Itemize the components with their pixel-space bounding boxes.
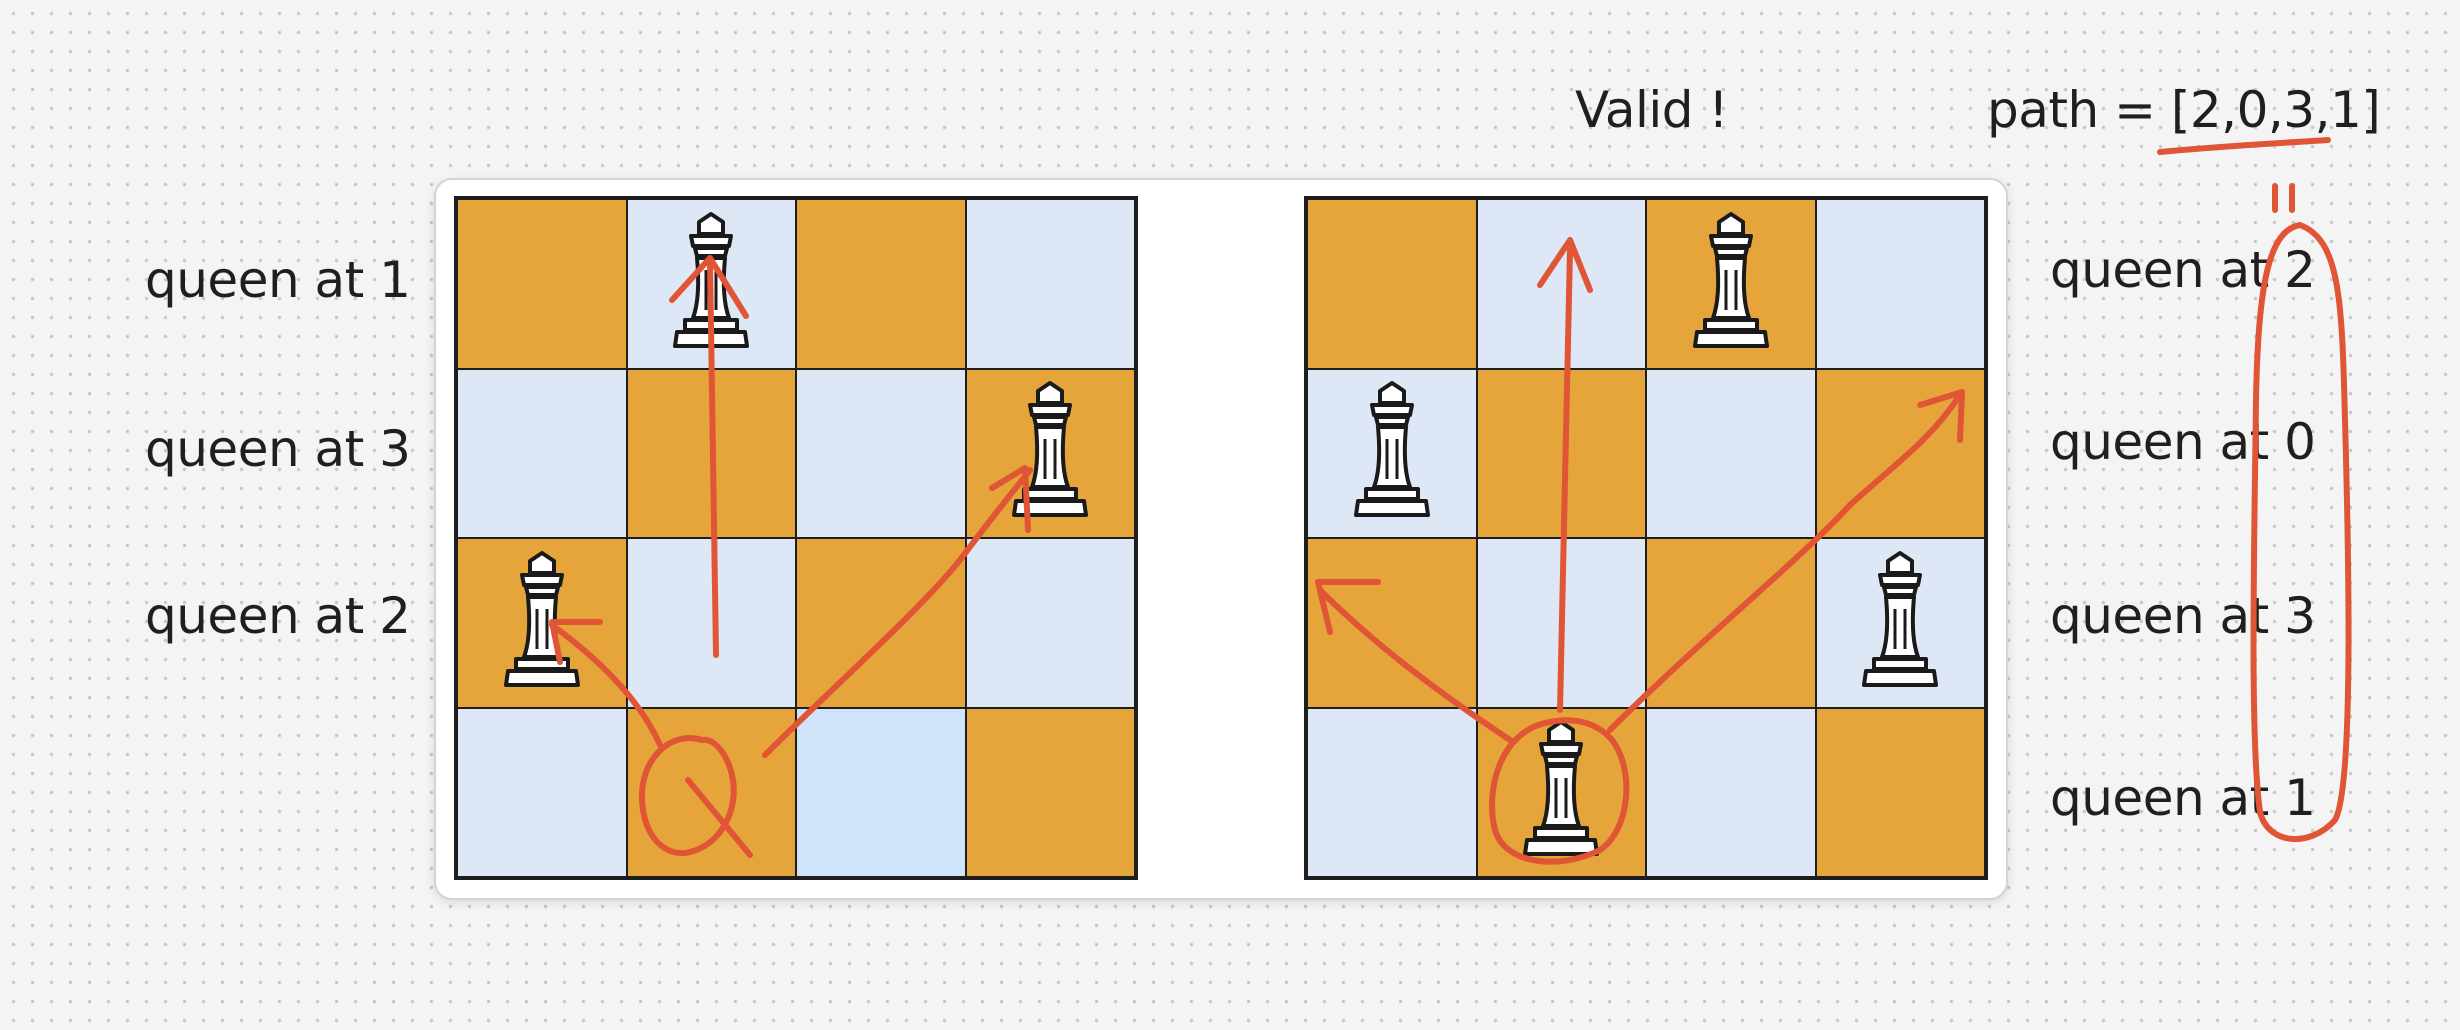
right-row-label-2: queen at 0 — [2050, 413, 2316, 471]
path-text: path = [2,0,3,1] — [1987, 81, 2381, 139]
left-row-label-3: queen at 2 — [145, 587, 411, 645]
board-left-square-r0c2 — [796, 199, 966, 369]
path-underline — [2157, 137, 2331, 155]
board-left-square-r2c1 — [626, 538, 796, 708]
right-row-label-3: queen at 3 — [2050, 587, 2316, 645]
board-left-square-r3c3 — [965, 707, 1135, 877]
board-right-square-r3c0 — [1307, 707, 1477, 877]
valid-text: Valid ! — [1575, 81, 1728, 139]
board-left-square-r1c1 — [626, 368, 796, 538]
queen-icon — [1523, 720, 1600, 857]
left-row-label-2: queen at 3 — [145, 420, 411, 478]
board-left-square-r3c1 — [626, 707, 796, 877]
queen-icon — [1862, 550, 1939, 687]
board-right-square-r0c2 — [1646, 199, 1816, 369]
board-left-square-r2c2 — [796, 538, 966, 708]
board-left-square-r3c2 — [796, 707, 966, 877]
board-right-square-r3c3 — [1815, 707, 1985, 877]
board-left-square-r1c0 — [457, 368, 627, 538]
queen-icon — [1353, 381, 1430, 518]
path-oval — [2250, 222, 2352, 843]
chessboard-right — [1304, 196, 1988, 880]
board-right-square-r2c2 — [1646, 538, 1816, 708]
right-row-label-4: queen at 1 — [2050, 769, 2316, 827]
queen-icon — [1692, 211, 1769, 348]
board-right-square-r0c3 — [1815, 199, 1985, 369]
chessboard-left — [454, 196, 1138, 880]
boards-card — [434, 178, 2008, 900]
queen-icon — [1012, 381, 1089, 518]
left-row-label-1: queen at 1 — [145, 251, 411, 309]
board-right-square-r1c1 — [1476, 368, 1646, 538]
queen-icon — [503, 550, 580, 687]
board-right-square-r2c1 — [1476, 538, 1646, 708]
board-right-square-r1c2 — [1646, 368, 1816, 538]
board-left-square-r1c2 — [796, 368, 966, 538]
right-row-label-1: queen at 2 — [2050, 241, 2316, 299]
board-left-square-r3c0 — [457, 707, 627, 877]
board-right-square-r1c0 — [1307, 368, 1477, 538]
queen-icon — [673, 211, 750, 348]
board-right-square-r0c1 — [1476, 199, 1646, 369]
board-right-square-r2c3 — [1815, 538, 1985, 708]
board-right-square-r0c0 — [1307, 199, 1477, 369]
board-left-square-r0c1 — [626, 199, 796, 369]
board-right-square-r3c2 — [1646, 707, 1816, 877]
board-left-square-r2c3 — [965, 538, 1135, 708]
board-left-square-r1c3 — [965, 368, 1135, 538]
board-left-square-r0c0 — [457, 199, 627, 369]
board-right-square-r2c0 — [1307, 538, 1477, 708]
board-left-square-r0c3 — [965, 199, 1135, 369]
board-right-square-r1c3 — [1815, 368, 1985, 538]
board-left-square-r2c0 — [457, 538, 627, 708]
board-right-square-r3c1 — [1476, 707, 1646, 877]
